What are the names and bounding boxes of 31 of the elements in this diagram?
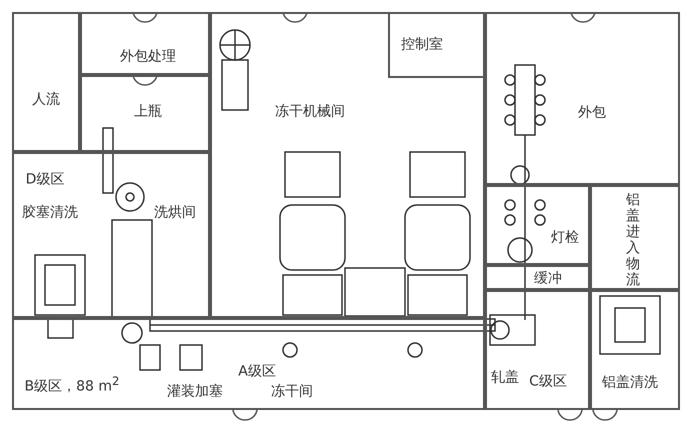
room-label: 胶塞清洗	[22, 205, 78, 221]
room-label: B级区，88 m$^{2}$	[24, 374, 120, 396]
room-label: 灌装加塞	[167, 384, 223, 400]
room-label: 灯检	[551, 230, 579, 246]
room-label: 控制室	[401, 37, 443, 53]
room-outline	[485, 185, 590, 265]
room-label: A级区	[238, 364, 276, 380]
room-outline	[485, 265, 590, 290]
room-label: 铝盖清洗	[602, 375, 658, 391]
room-label: 铝盖进入物流	[626, 192, 640, 288]
room-label: 外包	[578, 105, 606, 121]
room-outline	[485, 12, 680, 185]
room-outline	[590, 185, 680, 290]
room-label: D级区	[26, 172, 64, 188]
room-outline	[12, 152, 210, 318]
room-outline	[80, 12, 210, 75]
room-outline	[12, 318, 485, 410]
room-outline	[210, 12, 485, 318]
room-label: 缓冲	[534, 271, 562, 287]
room-label: 外包处理	[120, 49, 176, 65]
room-label: C级区	[529, 374, 567, 390]
room-outline	[590, 290, 680, 410]
room-label: 冻干间	[271, 384, 313, 400]
room-label: 轧盖	[491, 370, 519, 386]
room-label: 洗烘间	[154, 205, 196, 221]
room-outline	[12, 12, 80, 152]
room-outline	[485, 290, 590, 410]
room-outline	[80, 75, 210, 152]
room-label: 人流	[32, 92, 60, 108]
room-label: 冻干机械间	[275, 104, 345, 120]
room-label: 上瓶	[134, 104, 162, 120]
